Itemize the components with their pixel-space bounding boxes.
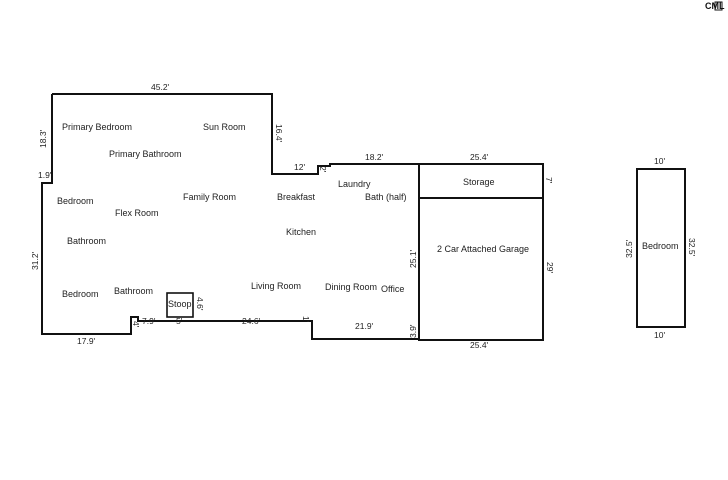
dim-bottom-tick: 1' xyxy=(301,316,311,323)
room-family-room: Family Room xyxy=(183,192,236,202)
room-primary-bathroom: Primary Bathroom xyxy=(109,149,182,159)
dim-left-main: 31.2' xyxy=(30,251,40,270)
dim-top: 45.2' xyxy=(151,82,170,92)
room-bathroom: Bathroom xyxy=(114,286,153,296)
room-bedroom: Bedroom xyxy=(57,196,94,206)
stoop-outline xyxy=(166,292,194,318)
logo: CML xyxy=(705,1,725,11)
dim-bottom-step: 4' xyxy=(131,321,141,328)
dim-bottom-middle: 24.6' xyxy=(242,316,261,326)
dim-left-step: 1.9' xyxy=(38,170,52,180)
dim-bottom-right: 21.9' xyxy=(355,321,374,331)
room-living-room: Living Room xyxy=(251,281,301,291)
garage-outline xyxy=(418,163,544,341)
dim-bottom-left: 17.9' xyxy=(77,336,96,346)
room-flex-room: Flex Room xyxy=(115,208,159,218)
room-dining-room: Dining Room xyxy=(325,282,377,292)
dim-storage-right: 7' xyxy=(544,177,554,184)
dim-detached-bottom: 10' xyxy=(654,330,665,340)
dim-sun-room-right: 16.4' xyxy=(274,124,284,143)
room-breakfast: Breakfast xyxy=(277,192,316,202)
dim-detached-right: 32.5' xyxy=(687,238,697,257)
dim-small-step: 2' xyxy=(318,166,328,173)
dim-detached-left: 32.5' xyxy=(624,239,634,258)
room-sun-room: Sun Room xyxy=(203,122,246,132)
dim-detached-top: 10' xyxy=(654,156,665,166)
room-storage: Storage xyxy=(463,177,495,187)
dim-stoop-width: 5' xyxy=(176,316,183,326)
detached-bedroom-outline xyxy=(636,168,686,328)
room-primary-bedroom: Primary Bedroom xyxy=(62,122,132,132)
room-garage: 2 Car Attached Garage xyxy=(437,244,529,254)
room-bedroom: Bedroom xyxy=(62,289,99,299)
dim-laundry-top: 18.2' xyxy=(365,152,384,162)
room-laundry: Laundry xyxy=(338,179,371,189)
dim-storage-top: 25.4' xyxy=(470,152,489,162)
dim-breakfast-step: 12' xyxy=(294,162,305,172)
house-outline xyxy=(41,93,420,340)
dim-garage-lower-left: 3.9' xyxy=(408,324,418,338)
room-bath-half: Bath (half) xyxy=(365,192,407,202)
room-kitchen: Kitchen xyxy=(286,227,316,237)
room-stoop: Stoop xyxy=(168,299,192,309)
logo-mark xyxy=(714,1,723,11)
dim-garage-left: 25.1' xyxy=(408,249,418,268)
dim-garage-bottom: 25.4' xyxy=(470,340,489,350)
dim-left-upper: 18.3' xyxy=(38,129,48,148)
dim-bottom-7-9: 7.9' xyxy=(142,316,156,326)
room-bathroom: Bathroom xyxy=(67,236,106,246)
dim-garage-right: 29' xyxy=(545,262,555,273)
dim-stoop-height: 4.6' xyxy=(195,297,205,311)
room-detached-bedroom: Bedroom xyxy=(642,241,679,251)
room-office: Office xyxy=(381,284,404,294)
